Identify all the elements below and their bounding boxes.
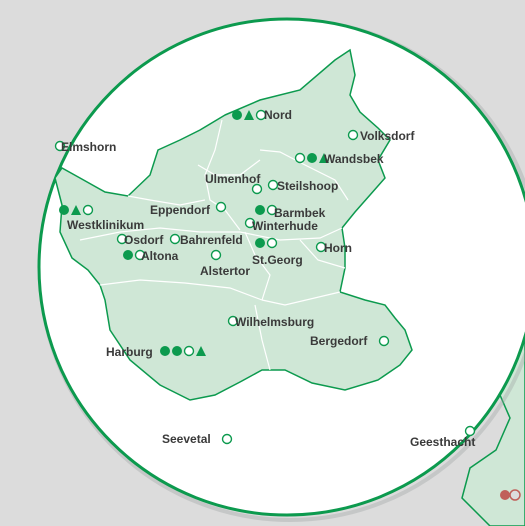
marker-nord-open-circle-2[interactable] (255, 109, 267, 121)
label-osdorf[interactable]: Osdorf (124, 233, 164, 247)
marker-westklinikum-filled-circle-0[interactable] (59, 205, 69, 215)
marker-geesthacht-open-circle-0[interactable] (464, 425, 476, 437)
marker-harburg-filled-circle-0[interactable] (160, 346, 170, 356)
label-horn[interactable]: Horn (324, 241, 352, 255)
marker-barmbek-open-circle-1[interactable] (266, 204, 278, 216)
marker-osdorf-open-circle-0[interactable] (116, 233, 128, 245)
label-harburg[interactable]: Harburg (106, 345, 153, 359)
marker-harburg-filled-circle-1[interactable] (172, 346, 182, 356)
marker-volksdorf-open-circle-0[interactable] (347, 129, 359, 141)
label-bergedorf[interactable]: Bergedorf (310, 334, 368, 348)
outer-marker-filled (500, 490, 510, 500)
marker-eppendorf-open-circle-0[interactable] (215, 201, 227, 213)
outer-region-markers (500, 489, 521, 501)
hamburg-area (54, 48, 413, 401)
label-alstertor[interactable]: Alstertor (200, 264, 250, 278)
marker-harburg-triangle-3[interactable] (196, 346, 206, 356)
label-elmshorn[interactable]: Elmshorn (61, 140, 116, 154)
marker-altona-open-circle-1[interactable] (134, 249, 146, 261)
label-geesthacht[interactable]: Geesthacht (410, 435, 475, 449)
label-bahrenfeld[interactable]: Bahrenfeld (180, 233, 243, 247)
marker-bergedorf-open-circle-0[interactable] (378, 335, 390, 347)
label-barmbek[interactable]: Barmbek (274, 206, 326, 220)
label-nord[interactable]: Nord (264, 108, 292, 122)
marker-nord-filled-circle-0[interactable] (232, 110, 242, 120)
district-borders (79, 119, 349, 371)
marker-nord-triangle-1[interactable] (244, 110, 254, 120)
marker-altona-filled-circle-0[interactable] (123, 250, 133, 260)
label-stgeorg[interactable]: St.Georg (252, 253, 303, 267)
label-eppendorf[interactable]: Eppendorf (150, 203, 211, 217)
label-volksdorf[interactable]: Volksdorf (360, 129, 415, 143)
label-altona[interactable]: Altona (141, 249, 179, 263)
marker-barmbek-filled-circle-0[interactable] (255, 205, 265, 215)
marker-elmshorn-open-circle-0[interactable] (54, 140, 66, 152)
marker-stgeorg-open-circle-1[interactable] (266, 237, 278, 249)
marker-westklinikum-triangle-1[interactable] (71, 205, 81, 215)
label-seevetal[interactable]: Seevetal (162, 432, 211, 446)
marker-westklinikum-open-circle-2[interactable] (82, 204, 94, 216)
label-steilshoop[interactable]: Steilshoop (277, 179, 338, 193)
marker-ulmenhof-marker-open-circle-0[interactable] (251, 183, 263, 195)
marker-wandsbek-open-circle-0[interactable] (294, 152, 306, 164)
marker-winterhude-open-circle-0[interactable] (244, 217, 256, 229)
label-wilhelmsburg[interactable]: Wilhelmsburg (235, 315, 314, 329)
label-westklinikum[interactable]: Westklinikum (67, 218, 144, 232)
label-winterhude[interactable]: Winterhude (252, 219, 318, 233)
label-wandsbek[interactable]: Wandsbek (324, 152, 384, 166)
place-labels: Nord Volksdorf Elmshorn Wandsbek Ulmenho… (61, 108, 475, 449)
marker-horn-open-circle-0[interactable] (315, 241, 327, 253)
place-markers (54, 109, 476, 445)
outer-marker-ring (509, 489, 521, 501)
marker-alstertor-open-circle-0[interactable] (210, 249, 222, 261)
marker-wandsbek-filled-circle-1[interactable] (307, 153, 317, 163)
marker-stgeorg-filled-circle-0[interactable] (255, 238, 265, 248)
marker-wandsbek-triangle-2[interactable] (319, 153, 329, 163)
marker-bahrenfeld-open-circle-0[interactable] (169, 233, 181, 245)
marker-harburg-open-circle-2[interactable] (183, 345, 195, 357)
marker-seevetal-open-circle-0[interactable] (221, 433, 233, 445)
marker-wilhelmsburg-open-circle-0[interactable] (227, 315, 239, 327)
marker-steilshoop-open-circle-0[interactable] (267, 179, 279, 191)
label-ulmenhof[interactable]: Ulmenhof (205, 172, 261, 186)
